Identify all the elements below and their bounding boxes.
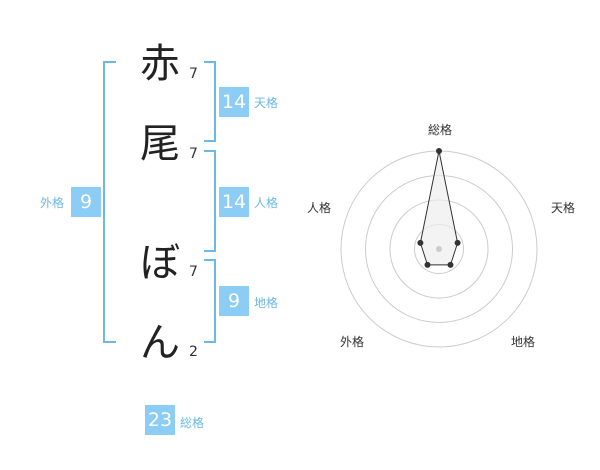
radar-point-1: [454, 239, 461, 246]
radar-point-3: [424, 261, 431, 268]
gaikaku-bracket: [103, 61, 116, 343]
gaikaku-value: 9: [71, 187, 101, 217]
name-char-3: ぼ: [140, 240, 180, 286]
radar-center-dot: [436, 246, 442, 252]
radar-label-gaikaku: 外格: [340, 335, 365, 349]
tenkaku-value: 14: [219, 87, 249, 117]
radar-label-tenkaku: 天格: [551, 201, 576, 215]
name-char-1: 赤: [140, 41, 180, 87]
soukaku-label: 総格: [180, 416, 205, 430]
chikaku-label: 地格: [254, 296, 279, 310]
radar-label-chikaku: 地格: [511, 335, 536, 349]
radar-polygon: [419, 150, 459, 266]
chikaku-value: 9: [219, 286, 249, 316]
tenkaku-label: 天格: [254, 96, 279, 110]
gaikaku-label: 外格: [40, 196, 65, 210]
stroke-count-1: 7: [189, 66, 198, 82]
name-char-4: ん: [140, 320, 180, 366]
chikaku-bracket: [204, 259, 216, 343]
tenkaku-bracket: [204, 61, 216, 142]
soukaku-value: 23: [145, 405, 175, 435]
stroke-count-2: 7: [189, 146, 198, 162]
radar-label-soukaku: 総格: [428, 123, 453, 137]
radar-label-jinkaku: 人格: [307, 201, 332, 215]
jinkaku-label: 人格: [254, 196, 279, 210]
name-char-2: 尾: [140, 121, 180, 167]
jinkaku-bracket: [204, 150, 216, 252]
stroke-count-4: 2: [189, 344, 198, 360]
radar-point-2: [447, 261, 454, 268]
jinkaku-value: 14: [219, 187, 249, 217]
stroke-count-3: 7: [189, 264, 198, 280]
radar-point-4: [417, 239, 424, 246]
radar-point-0: [436, 148, 442, 154]
